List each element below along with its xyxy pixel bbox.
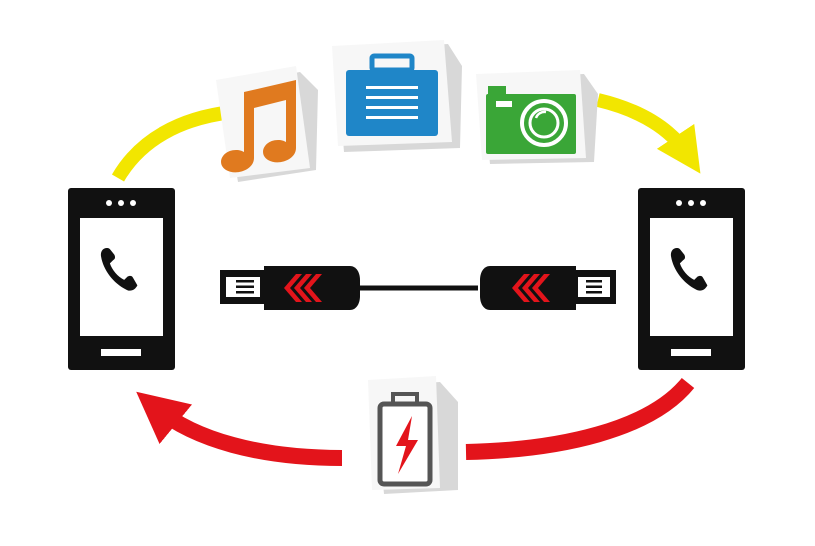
- source-phone: [68, 188, 175, 370]
- chevron-logo-icon: [284, 274, 322, 302]
- charge-flow-arrow: [136, 377, 695, 466]
- phone-handset-icon: [100, 248, 138, 291]
- music-sticker: [216, 66, 318, 182]
- music-note-icon: [221, 80, 296, 173]
- battery-sticker: [368, 376, 458, 494]
- briefcase-icon: [346, 53, 438, 136]
- data-flow-arrow: [111, 93, 701, 182]
- documents-sticker: [332, 40, 462, 152]
- photos-sticker: [476, 70, 598, 164]
- camera-icon: [486, 86, 576, 154]
- target-phone: [638, 188, 745, 370]
- chevron-logo-icon: [512, 274, 550, 302]
- usb-cable-icon: [220, 266, 616, 310]
- battery-charging-icon: [377, 392, 433, 487]
- phone-handset-icon: [670, 248, 708, 291]
